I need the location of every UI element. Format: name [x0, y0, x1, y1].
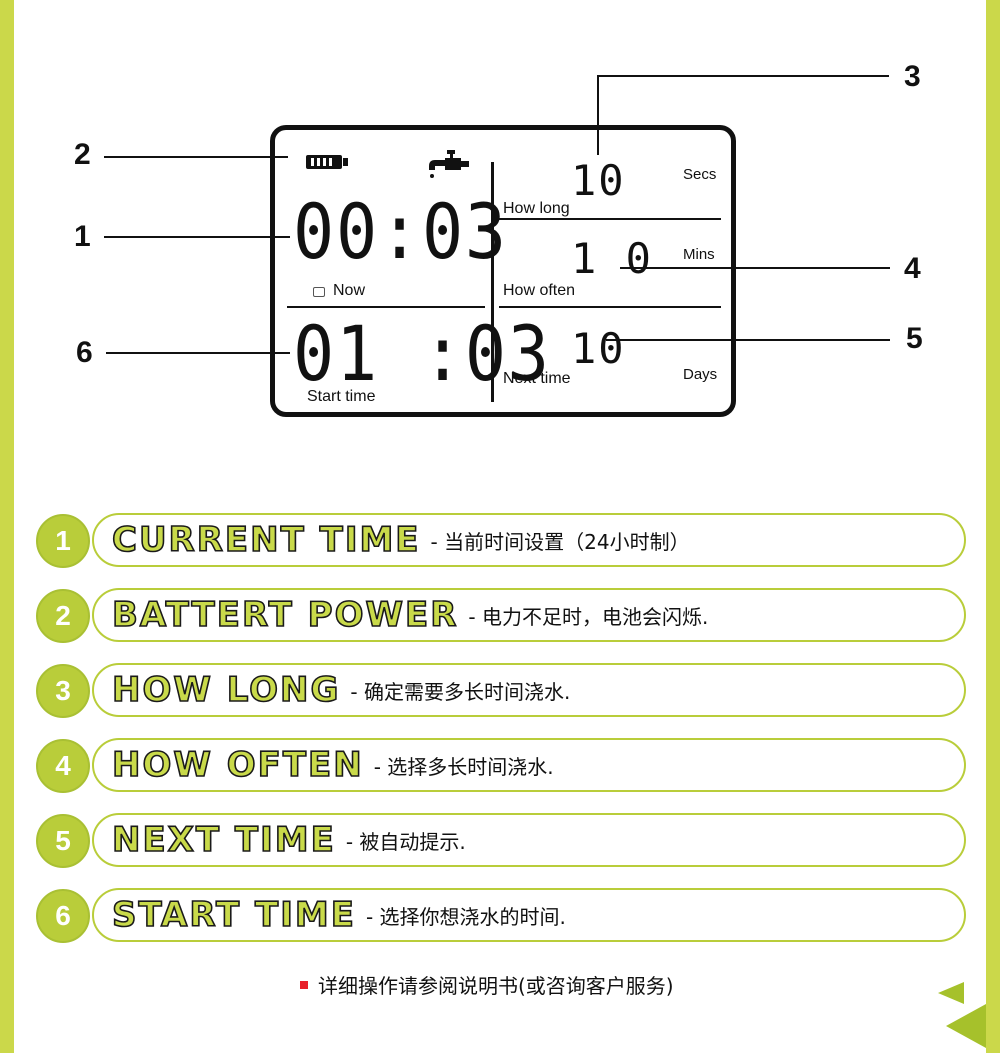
callout-1: 1 — [74, 220, 91, 253]
lcd-vertical-divider — [491, 162, 494, 402]
clock-icon — [313, 287, 325, 297]
triangle-large-icon — [946, 1004, 986, 1048]
feature-row-how-long: 3 HOW LONG - 确定需要多长时间浇水. — [36, 663, 968, 719]
next-time-value: 10 — [571, 324, 626, 373]
start-time-label: Start time — [307, 388, 376, 405]
feature-number-badge: 2 — [36, 589, 90, 643]
feature-row-start-time: 6 START TIME - 选择你想浇水的时间. — [36, 888, 968, 944]
how-long-unit: Secs — [683, 166, 717, 183]
triangle-small-icon — [938, 982, 964, 1004]
feature-number: 3 — [55, 675, 71, 706]
feature-number-badge: 5 — [36, 814, 90, 868]
callout-line-3-h — [597, 75, 889, 77]
feature-number: 5 — [55, 825, 71, 856]
right-border — [986, 0, 1000, 1053]
callout-3: 3 — [904, 60, 921, 93]
how-often-value: 1 0 — [571, 234, 653, 283]
how-long-value: 10 — [571, 156, 626, 205]
next-time-label: Next time — [503, 370, 571, 387]
lcd-divider-right-2 — [499, 306, 721, 308]
feature-title: BATTERT POWER — [111, 594, 459, 636]
battery-icon — [306, 155, 348, 169]
feature-pill: NEXT TIME - 被自动提示. — [92, 813, 966, 867]
callout-line-4 — [620, 267, 890, 269]
feature-description: - 当前时间设置（24小时制） — [430, 529, 690, 554]
feature-number: 4 — [55, 750, 71, 781]
red-bullet-icon — [300, 980, 308, 989]
feature-number: 6 — [55, 900, 71, 931]
footnote: 详细操作请参阅说明书(或咨询客户服务) — [300, 970, 674, 999]
callout-line-3-v — [597, 75, 599, 155]
callout-line-6 — [106, 352, 290, 354]
feature-description: - 确定需要多长时间浇水. — [350, 679, 571, 704]
now-label: Now — [333, 282, 366, 299]
callout-line-1 — [104, 236, 290, 238]
feature-pill: BATTERT POWER - 电力不足时，电池会闪烁. — [92, 588, 966, 642]
lcd-display: 00:03 Now 01 :03 Start time 10 Secs How … — [270, 125, 736, 417]
callout-line-5 — [606, 339, 890, 341]
feature-row-current-time: 1 CURRENT TIME - 当前时间设置（24小时制） — [36, 513, 968, 569]
feature-row-next-time: 5 NEXT TIME - 被自动提示. — [36, 813, 968, 869]
callout-line-2 — [104, 156, 288, 158]
feature-number-badge: 3 — [36, 664, 90, 718]
callout-6: 6 — [76, 336, 93, 369]
how-often-label: How often — [503, 282, 576, 299]
feature-pill: START TIME - 选择你想浇水的时间. — [92, 888, 966, 942]
callout-5: 5 — [906, 322, 923, 355]
feature-title: CURRENT TIME — [111, 519, 421, 561]
now-time-display: 00:03 — [293, 187, 508, 276]
feature-pill: CURRENT TIME - 当前时间设置（24小时制） — [92, 513, 966, 567]
callout-2: 2 — [74, 138, 91, 171]
lcd-divider-right-1 — [499, 218, 721, 220]
feature-number-badge: 4 — [36, 739, 90, 793]
feature-title: NEXT TIME — [111, 819, 336, 861]
left-border — [0, 0, 14, 1053]
feature-title: START TIME — [111, 894, 356, 936]
lcd-divider-left — [287, 306, 485, 308]
next-time-unit: Days — [683, 366, 718, 383]
water-tap-icon — [429, 150, 469, 178]
start-time-display: 01 :03 — [293, 309, 551, 398]
callout-4: 4 — [904, 252, 921, 285]
feature-row-battery-power: 2 BATTERT POWER - 电力不足时，电池会闪烁. — [36, 588, 968, 644]
feature-pill: HOW LONG - 确定需要多长时间浇水. — [92, 663, 966, 717]
feature-description: - 选择多长时间浇水. — [373, 754, 554, 779]
feature-number-badge: 6 — [36, 889, 90, 943]
feature-description: - 电力不足时，电池会闪烁. — [468, 604, 709, 629]
feature-description: - 选择你想浇水的时间. — [365, 904, 566, 929]
feature-pill: HOW OFTEN - 选择多长时间浇水. — [92, 738, 966, 792]
feature-number-badge: 1 — [36, 514, 90, 568]
feature-number: 1 — [55, 525, 71, 556]
how-long-label: How long — [503, 200, 570, 217]
feature-title: HOW OFTEN — [111, 744, 364, 786]
feature-description: - 被自动提示. — [345, 829, 466, 854]
feature-title: HOW LONG — [111, 669, 341, 711]
feature-row-how-often: 4 HOW OFTEN - 选择多长时间浇水. — [36, 738, 968, 794]
how-often-unit: Mins — [683, 246, 715, 263]
footnote-text: 详细操作请参阅说明书(或咨询客户服务) — [318, 974, 674, 998]
feature-number: 2 — [55, 600, 71, 631]
